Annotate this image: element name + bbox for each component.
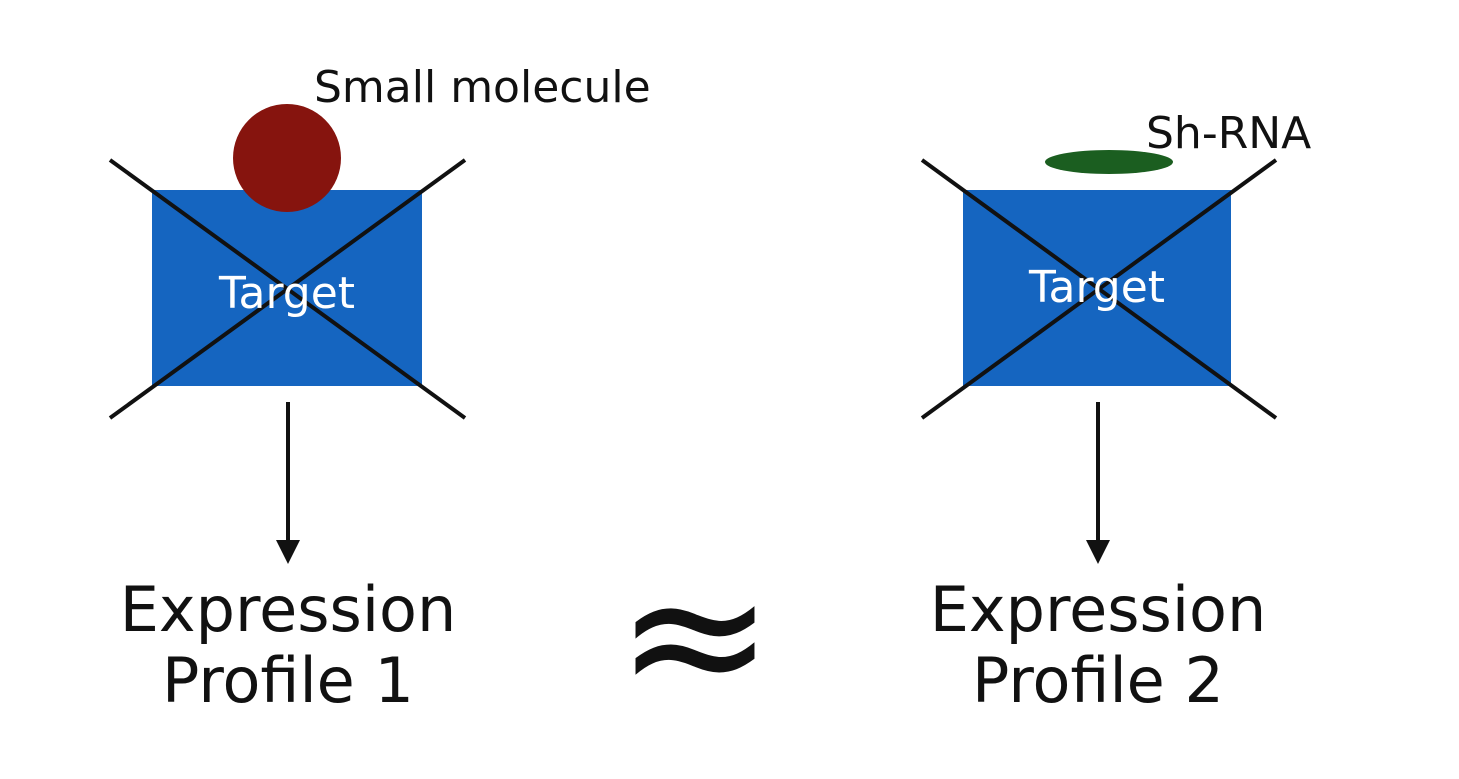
shrna-label: Sh-RNA xyxy=(1146,108,1312,159)
profile-1-line-1: Expression xyxy=(119,573,457,646)
expression-profile-1: Expression Profile 1 xyxy=(60,574,516,717)
shrna-ellipse xyxy=(1045,150,1173,174)
small-molecule-circle xyxy=(233,104,341,212)
target-label-2: Target xyxy=(1028,262,1166,313)
target-label-1: Target xyxy=(218,268,356,319)
cross-line-2b xyxy=(920,158,1278,420)
approximately-equal-symbol: ≈ xyxy=(615,524,775,745)
profile-2-line-2: Profile 2 xyxy=(972,644,1224,718)
profile-2-line-1: Expression xyxy=(929,573,1267,646)
cross-line-1b xyxy=(108,158,467,420)
small-molecule-label: Small molecule xyxy=(314,62,651,113)
expression-profile-2: Expression Profile 2 xyxy=(870,574,1326,717)
profile-1-line-2: Profile 1 xyxy=(162,644,414,718)
